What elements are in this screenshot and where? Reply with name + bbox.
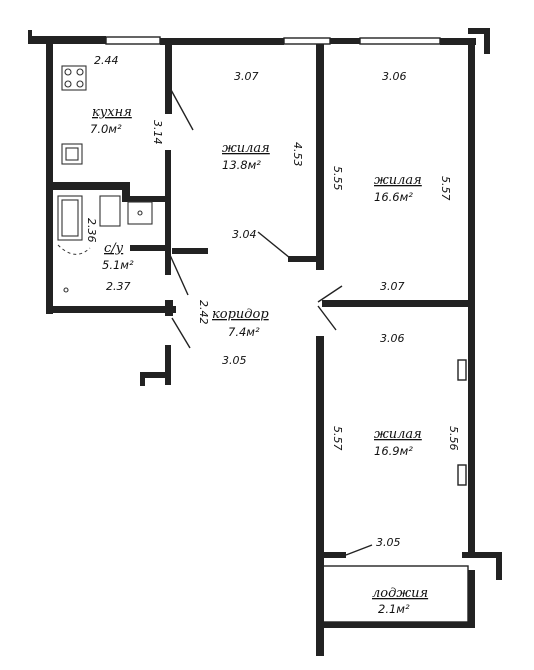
dim-living2-top: 3.06 (382, 70, 407, 83)
dim-living2-right: 5.57 (439, 176, 452, 201)
room-name-loggia: лоджия (372, 586, 428, 601)
dim-living3-right: 5.56 (447, 426, 460, 451)
dim-kitchen-width: 2.44 (94, 54, 119, 67)
room-area-corridor: 7.4м² (228, 325, 260, 339)
fixtures (57, 65, 373, 556)
room-area-bathroom: 5.1м² (102, 258, 134, 272)
dim-living2-left: 5.55 (331, 166, 344, 191)
room-name-kitchen: кухня (92, 105, 132, 120)
room-name-living1: жилая (222, 141, 270, 156)
dim-corridor-width: 2.42 (197, 300, 210, 325)
dimension-labels: 2.44 3.14 3.07 3.04 4.53 3.06 5.55 5.57 … (85, 54, 460, 549)
room-labels: кухня 7.0м² жилая 13.8м² жилая 16.6м² с/… (90, 105, 428, 616)
dim-living3-bottom: 3.05 (376, 536, 401, 549)
room-area-kitchen: 7.0м² (90, 122, 122, 136)
dim-living3-left: 5.57 (331, 426, 344, 451)
room-name-living2: жилая (374, 173, 422, 188)
dim-living2-bottom: 3.07 (380, 280, 405, 293)
room-name-living3: жилая (374, 427, 422, 442)
dim-bath-depth: 2.36 (85, 218, 98, 243)
dim-living1-bottom: 3.04 (232, 228, 257, 241)
room-name-corridor: коридор (212, 307, 269, 322)
room-name-bathroom: с/у (104, 241, 124, 256)
walls (28, 28, 502, 656)
dim-corridor-length: 3.05 (222, 354, 247, 367)
room-area-living3: 16.9м² (374, 444, 413, 458)
dim-living3-top: 3.06 (380, 332, 405, 345)
dim-bath-width: 2.37 (106, 280, 131, 293)
dim-kitchen-depth: 3.14 (151, 120, 164, 145)
dim-living1-top: 3.07 (234, 70, 259, 83)
room-area-living2: 16.6м² (374, 190, 413, 204)
dim-living1-depth: 4.53 (291, 142, 304, 167)
room-area-loggia: 2.1м² (378, 602, 410, 616)
room-area-living1: 13.8м² (222, 158, 261, 172)
